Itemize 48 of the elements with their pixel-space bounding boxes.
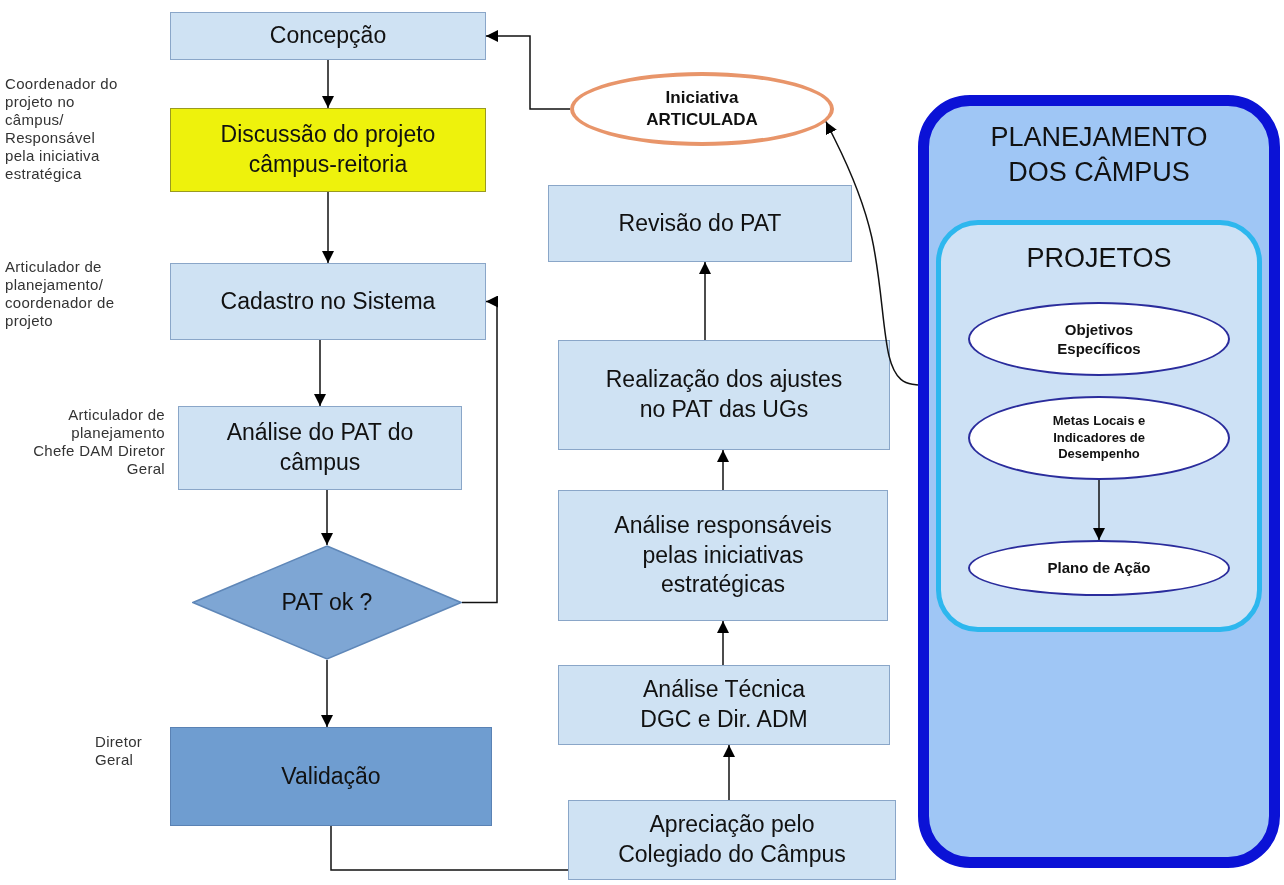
process-box [170,727,492,826]
role-note: Articulador de planejamento/ coordenador de projeto [5,258,116,330]
arrow [485,30,571,110]
arrow [314,339,326,407]
node-label: Discussão do projeto câmpus-reitoria [219,120,437,179]
process-box [548,185,852,262]
arrow [322,59,334,109]
arrow [461,295,498,604]
arrow [717,449,729,491]
node-label: Revisão do PAT [617,208,783,238]
node-label: Validação [280,761,382,791]
process-box [170,108,486,192]
arrow [825,120,919,386]
node-label: Iniciativa ARTICULADA [645,86,759,131]
group-heading: PLANEJAMENTO DOS CÂMPUS [989,121,1209,190]
node-label: Cadastro no Sistema [219,286,437,316]
process-box [170,263,486,340]
arrow [321,489,333,546]
group-heading: PROJETOS [1025,242,1173,275]
process-box [178,406,462,490]
role-note: Diretor Geral [95,733,144,769]
decision-diamond [192,545,462,660]
role-note: Coordenador do projeto no câmpus/ Responsável pela iniciativa estratégica [5,75,119,183]
arrow [699,261,711,341]
node-label: PAT ok ? [280,587,374,617]
node-label: Análise responsáveis pelas iniciativas estratégicas [613,510,833,600]
node-label: Plano de Ação [1046,558,1152,578]
arrow [321,659,333,728]
process-box [558,490,888,621]
process-box [568,800,896,880]
connector-line [330,825,569,871]
role-note: Articulador de planejamento Chefe DAM Diretor Geral [32,406,165,478]
arrow [1093,479,1105,541]
node-label: Objetivos Específicos [1056,319,1142,359]
node-label: Apreciação pelo Colegiado do Câmpus [617,810,847,869]
process-box [558,340,890,450]
arrow [717,620,729,666]
process-box [558,665,890,745]
node-label: Análise do PAT do câmpus [225,418,415,477]
arrow [723,744,735,801]
node-label: Realização dos ajustes no PAT das UGs [604,365,844,424]
group-panel [936,220,1262,632]
node-label: Concepção [268,21,388,51]
node-label: Análise Técnica DGC e Dir. ADM [639,675,809,734]
arrow [322,191,334,264]
process-box [170,12,486,60]
node-label: Metas Locais e Indicadores de Desempenho [1051,412,1147,464]
group-panel [918,95,1280,868]
